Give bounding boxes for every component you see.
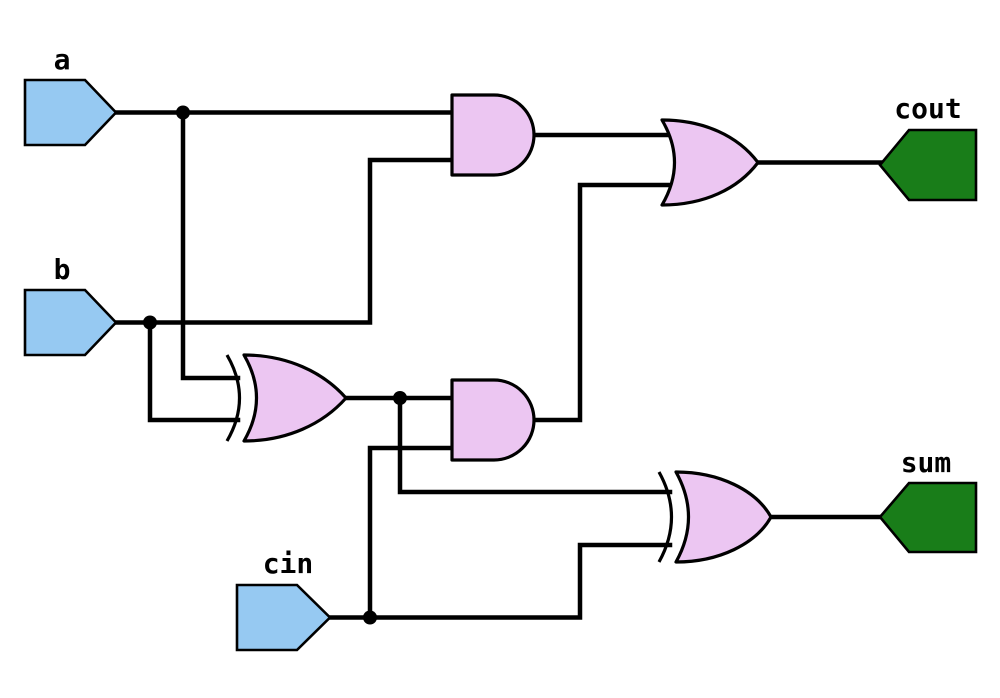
junction-dot-xor1 [393,391,407,405]
wire-cin-to-xor2 [325,542,673,620]
output-port-sum [878,481,978,554]
gate-xor2 [657,470,773,564]
or-gate-icon [660,118,760,207]
and-gate-icon [450,378,536,462]
junction-dot-a [176,105,190,120]
gate-and2 [450,378,536,462]
xor-gate-icon [674,470,773,564]
wire-cin-to-and2 [367,445,457,620]
wires [111,110,885,620]
wire-b-to-and1 [111,157,457,325]
input-port-b [23,288,118,357]
gate-xor1 [225,353,348,443]
output-sum-label: sum [901,446,952,479]
input-port-a [23,78,118,147]
xor-input-arc-icon [657,471,674,563]
input-a-label: a [54,43,71,76]
xor-gate-icon [242,353,348,443]
gate-or1 [660,118,760,207]
output-cout-label: cout [894,92,961,125]
wire-xor1-to-xor2 [397,395,673,495]
junctions [143,105,407,625]
gate-and1 [450,93,536,177]
wire-and2-to-or [529,182,679,423]
wire-b-to-xor1 [147,320,241,423]
output-port-cout [878,128,978,202]
junction-dot-b [143,315,157,330]
input-cin-label: cin [263,547,314,580]
xor-input-arc-icon [225,354,242,442]
wire-a-to-xor1 [180,110,241,381]
input-b-label: b [54,253,71,286]
junction-dot-cin [363,610,377,625]
input-port-cin [235,583,332,652]
and-gate-icon [450,93,536,177]
